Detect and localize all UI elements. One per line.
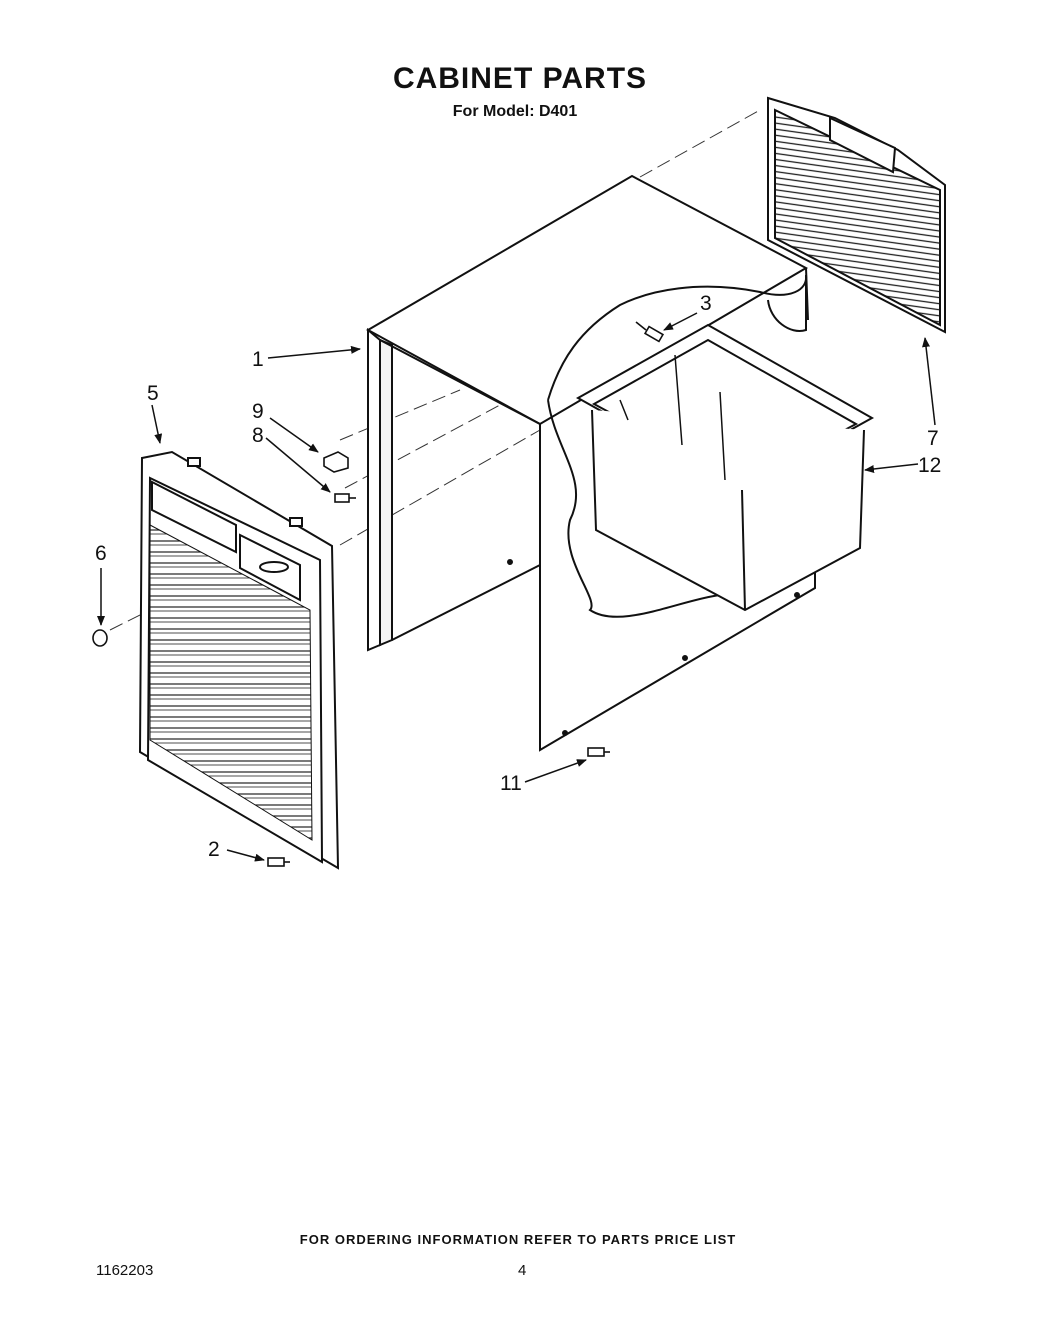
leader-lines [97,312,936,862]
ordering-info-note: FOR ORDERING INFORMATION REFER TO PARTS … [299,1232,737,1247]
callout-labels: 1 5 9 8 6 3 7 12 11 2 [95,292,941,861]
part-9-block [323,451,349,473]
page-number: 4 [518,1262,527,1279]
callout-1: 1 [252,348,264,371]
callout-7: 7 [927,427,939,450]
callout-12: 12 [918,454,941,477]
part-3-screw [635,321,665,343]
callout-5: 5 [147,382,159,405]
part-2-screw [267,857,290,867]
part-11-screw [587,747,610,757]
page-title: CABINET PARTS [392,62,648,95]
rear-grille [767,96,946,334]
callout-3: 3 [700,292,712,315]
callout-8: 8 [252,424,264,447]
document-number: 1162203 [96,1262,154,1279]
callout-11: 11 [500,772,522,795]
hardware-parts [92,321,665,867]
cabinet-wrapper [365,174,816,752]
part-6-plug [92,629,108,647]
model-subtitle: For Model: D401 [452,103,578,120]
callout-9: 9 [252,400,264,423]
callout-2: 2 [208,838,220,861]
front-panel [138,450,340,870]
part-8-screw [334,493,356,503]
callout-6: 6 [95,542,107,565]
water-bucket [575,323,875,612]
